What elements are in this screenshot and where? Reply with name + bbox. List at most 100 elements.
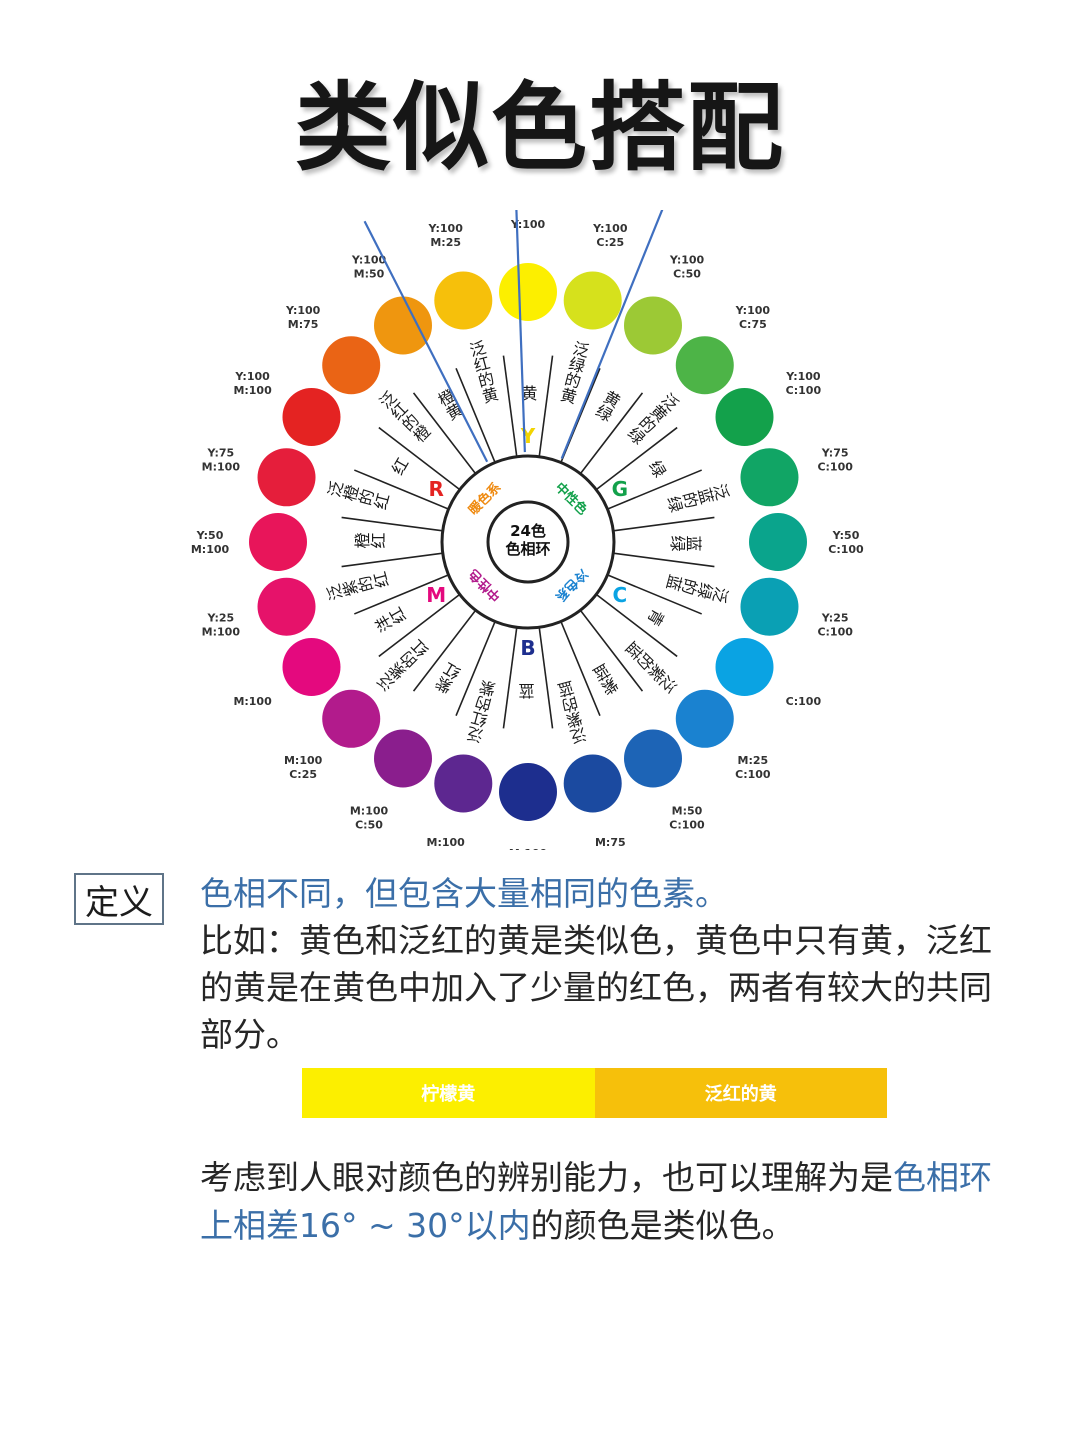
wheel-divider <box>607 469 702 510</box>
color-dot <box>740 577 799 636</box>
color-code: Y:100 <box>234 370 270 383</box>
color-dot <box>624 729 682 788</box>
wheel-divider <box>354 469 449 510</box>
note-text: 考虑到人眼对颜色的辨别能力，也可以理解为是色相环上相差16° ~ 30°以内的颜… <box>200 1154 1000 1250</box>
color-dot <box>715 388 774 446</box>
color-code: Y:100 <box>669 254 705 267</box>
note-pre: 考虑到人眼对颜色的辨别能力，也可以理解为是 <box>200 1158 893 1197</box>
primary-letter: M <box>426 583 446 607</box>
color-dot <box>282 638 341 696</box>
color-wheel-diagram: 24色色相环黄Y:100泛绿的黄Y:100C:25黄绿Y:100C:50泛黄的绿… <box>191 210 864 850</box>
color-code: Y:100 <box>510 218 546 231</box>
wheel-divider <box>579 609 644 692</box>
segment-name: 泛紫的红 <box>325 570 392 605</box>
segment-name: 黄绿 <box>591 387 623 424</box>
wheel-center-label: 24色 <box>510 522 546 540</box>
color-dot <box>257 448 316 507</box>
color-dot <box>434 754 493 813</box>
segment-name: 泛黄的绿 <box>623 388 682 447</box>
color-code: C:50 <box>355 818 383 831</box>
color-code: M:100 <box>233 695 272 708</box>
color-code: C:100 <box>817 625 853 638</box>
segment-name: 紫蓝 <box>591 660 623 697</box>
highlight-line <box>515 210 526 453</box>
color-dot <box>624 296 682 355</box>
swatch-lemon-yellow: 柠檬黄 <box>302 1068 595 1118</box>
color-code: Y:100 <box>785 370 821 383</box>
color-code: C:100 <box>817 461 853 474</box>
segment-name: 橙红 <box>354 533 386 552</box>
note-highlight: 色相环上相差16° ~ 30°以内 <box>200 1158 992 1245</box>
segment-name: 泛橙的红 <box>325 479 392 514</box>
color-code: M:75 <box>595 836 626 849</box>
color-dot <box>740 448 799 507</box>
color-code: M:100 <box>202 461 241 474</box>
color-code: M:100 <box>509 847 548 850</box>
color-dot <box>563 271 622 330</box>
color-code: C:100 <box>828 543 864 556</box>
wheel-divider <box>455 621 496 716</box>
segment-name: 泛紫的蓝 <box>623 637 682 696</box>
color-dot <box>257 577 316 636</box>
color-dot <box>282 388 341 446</box>
color-dot <box>499 763 557 821</box>
color-code: M:100 <box>202 625 241 638</box>
segment-name: 泛紫的红 <box>374 637 433 696</box>
wheel-divider <box>560 621 601 716</box>
wheel-divider <box>341 552 443 568</box>
wheel-divider <box>502 355 518 457</box>
swatch-bar: 柠檬黄 泛红的黄 <box>302 1068 887 1118</box>
segment-name: 泛绿的黄 <box>556 339 591 406</box>
wheel-center-label: 色相环 <box>505 540 550 558</box>
wheel-divider <box>607 574 702 615</box>
definition-body: 比如：黄色和泛红的黄是类似色，黄色中只有黄，泛红的黄是在黄色中加入了少量的红色，… <box>200 921 992 1054</box>
segment-name: 青 <box>644 604 668 629</box>
segment-name: 黄 <box>519 385 538 401</box>
color-dot <box>749 513 807 571</box>
color-code: Y:25 <box>206 611 234 624</box>
color-dot <box>322 689 381 748</box>
wheel-divider <box>613 552 715 568</box>
color-code: M:100 <box>284 754 323 767</box>
segment-name: 紫红 <box>433 660 465 697</box>
color-dot <box>249 513 307 571</box>
definition-text: 色相不同，但包含大量相同的色素。 比如：黄色和泛红的黄是类似色，黄色中只有黄，泛… <box>200 870 1000 1058</box>
primary-letter: B <box>520 636 535 660</box>
segment-name: 蓝绿 <box>670 533 702 552</box>
wheel-divider <box>378 593 461 658</box>
highlight-line <box>363 220 489 463</box>
color-code: C:100 <box>735 768 771 781</box>
page-title: 类似色搭配 <box>295 72 785 184</box>
color-code: Y:100 <box>735 304 771 317</box>
color-dot <box>374 729 432 788</box>
color-code: M:100 <box>350 804 389 817</box>
segment-name: 泛蓝的绿 <box>665 479 732 514</box>
color-code: Y:50 <box>196 529 224 542</box>
wheel-divider <box>412 609 477 692</box>
color-code: M:25 <box>738 754 769 767</box>
color-code: M:25 <box>430 236 461 249</box>
color-dot <box>374 296 432 355</box>
color-code: C:25 <box>596 236 624 249</box>
segment-name: 红 <box>387 455 410 479</box>
color-dot <box>675 336 734 395</box>
color-code: Y:75 <box>821 447 849 460</box>
wheel-divider <box>502 627 518 729</box>
color-code: M:75 <box>288 318 319 331</box>
wheel-center-ring <box>486 500 570 584</box>
segment-name: 绿 <box>645 455 668 479</box>
color-code: Y:75 <box>206 447 234 460</box>
swatch-reddish-yellow: 泛红的黄 <box>594 1068 887 1118</box>
color-code: M:100 <box>427 836 466 849</box>
segment-name: 泛紫的蓝 <box>556 679 591 746</box>
segment-name: 泛红的橙 <box>374 388 433 447</box>
wheel-divider <box>595 426 678 491</box>
color-code: Y:50 <box>832 529 860 542</box>
color-code: M:50 <box>672 804 703 817</box>
color-dot <box>322 336 381 395</box>
swatch-label: 柠檬黄 <box>421 1084 476 1105</box>
highlight-line <box>560 210 664 459</box>
color-dot <box>563 754 622 813</box>
color-code: C:50 <box>673 268 701 281</box>
color-code: C:100 <box>786 384 822 397</box>
